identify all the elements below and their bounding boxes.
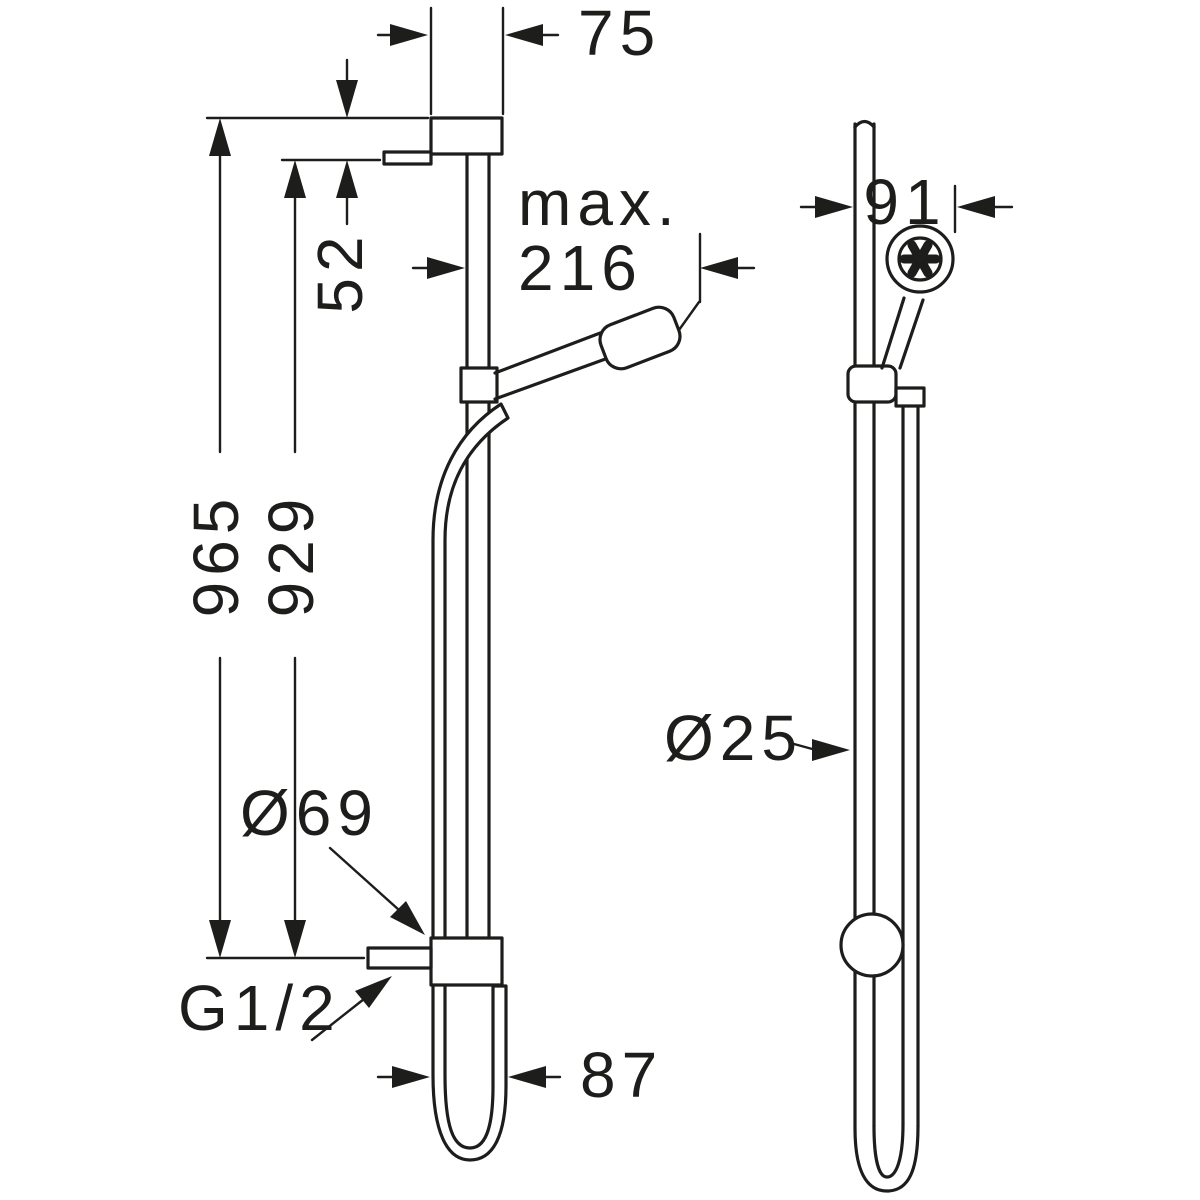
arrowhead-right-icon [392, 1066, 430, 1088]
top-bracket-pin [382, 150, 433, 166]
leader-line [310, 997, 366, 1042]
rail-top-cap [853, 119, 876, 129]
dimension-label-dia25: Ø25 [664, 702, 803, 774]
arrowhead-icon [355, 976, 392, 1008]
extension-lines [205, 6, 505, 960]
hose-nut [894, 386, 926, 408]
dimension-label-52: 52 [304, 230, 376, 313]
dimension-g12: G1/2 [178, 972, 392, 1044]
dimension-929: 929 [255, 160, 327, 958]
dimension-max-216: max. 216 [411, 167, 756, 332]
arrowhead-right-icon [815, 196, 853, 218]
arrowhead-icon [390, 901, 425, 935]
front-view [366, 116, 682, 1162]
shower-hose-front [431, 402, 510, 1162]
dimension-52: 52 [304, 58, 376, 314]
dimension-dia69: Ø69 [240, 777, 425, 935]
dimension-label-75: 75 [578, 0, 661, 69]
escutcheon-side [839, 912, 905, 978]
bottom-bracket [429, 936, 504, 987]
shower-holder [459, 366, 499, 404]
arrowhead-left-icon [700, 257, 738, 279]
arrowhead-down-icon [209, 920, 231, 958]
dimension-label-965: 965 [180, 493, 252, 618]
handle-bottom-edge [493, 351, 624, 401]
dimension-label-dia69: Ø69 [240, 777, 379, 849]
arrowhead-down-icon [336, 80, 358, 118]
side-view [839, 119, 955, 1193]
dimension-label-91: 91 [863, 166, 946, 238]
handle-top-edge [493, 325, 618, 375]
dimension-dia25: Ø25 [664, 702, 850, 774]
dimension-label-max: max. [518, 167, 681, 239]
hose-loop-outer [853, 1124, 920, 1193]
handle-side-right-edge [898, 298, 925, 370]
handle-side-left-edge [880, 296, 906, 370]
spray-star-icon [899, 240, 941, 278]
arrowhead-up-icon [284, 160, 306, 198]
dimension-label-929: 929 [255, 493, 327, 618]
dimension-label-87: 87 [580, 1039, 663, 1111]
arrowhead-right-icon [427, 257, 465, 279]
dimension-75: 75 [376, 0, 661, 69]
dimension-label-216: 216 [518, 232, 643, 304]
extension-line [677, 300, 701, 332]
arrowhead-right-icon [390, 24, 428, 46]
dimension-91: 91 [799, 166, 1014, 238]
dimension-label-g12: G1/2 [178, 972, 341, 1044]
inlet-pin-g12 [366, 946, 433, 970]
arrowhead-down-icon [284, 920, 306, 958]
arrowhead-left-icon [505, 24, 543, 46]
dimension-965: 965 [180, 118, 252, 958]
dimension-87: 87 [376, 1039, 663, 1111]
holder-side [846, 364, 898, 404]
top-bracket [429, 116, 504, 156]
arrowhead-up-icon [209, 118, 231, 156]
arrowhead-right-icon [812, 739, 850, 761]
arrowhead-left-icon [957, 196, 995, 218]
shower-head-front [598, 305, 682, 371]
arrowhead-up-icon [336, 160, 358, 198]
leader-line [328, 846, 401, 912]
arrowhead-left-icon [508, 1066, 546, 1088]
hose-loop-inner [872, 1122, 905, 1179]
